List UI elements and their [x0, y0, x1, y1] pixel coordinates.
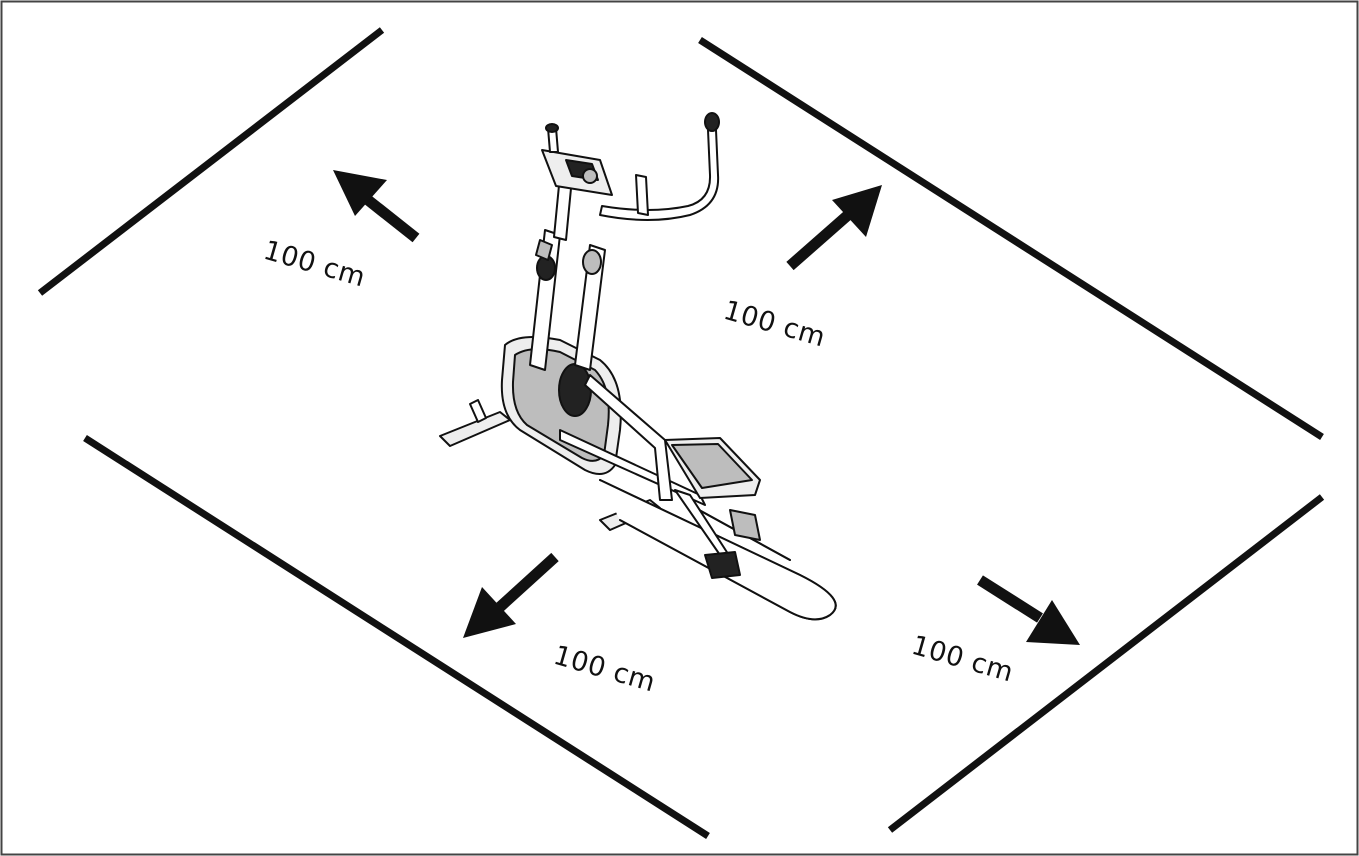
boundary-line-bottom-left — [83, 435, 710, 839]
arrow-top-right-icon — [786, 185, 882, 271]
boundary-line-top-right — [698, 37, 1324, 440]
arrow-bottom-right-icon — [977, 575, 1080, 645]
boundary-line-bottom-right — [887, 494, 1325, 833]
arrow-top-left-icon — [333, 170, 420, 243]
arrow-bottom-left-icon — [463, 552, 559, 638]
boundary-line-top-left — [37, 27, 385, 296]
elliptical-trainer-icon — [439, 112, 837, 621]
